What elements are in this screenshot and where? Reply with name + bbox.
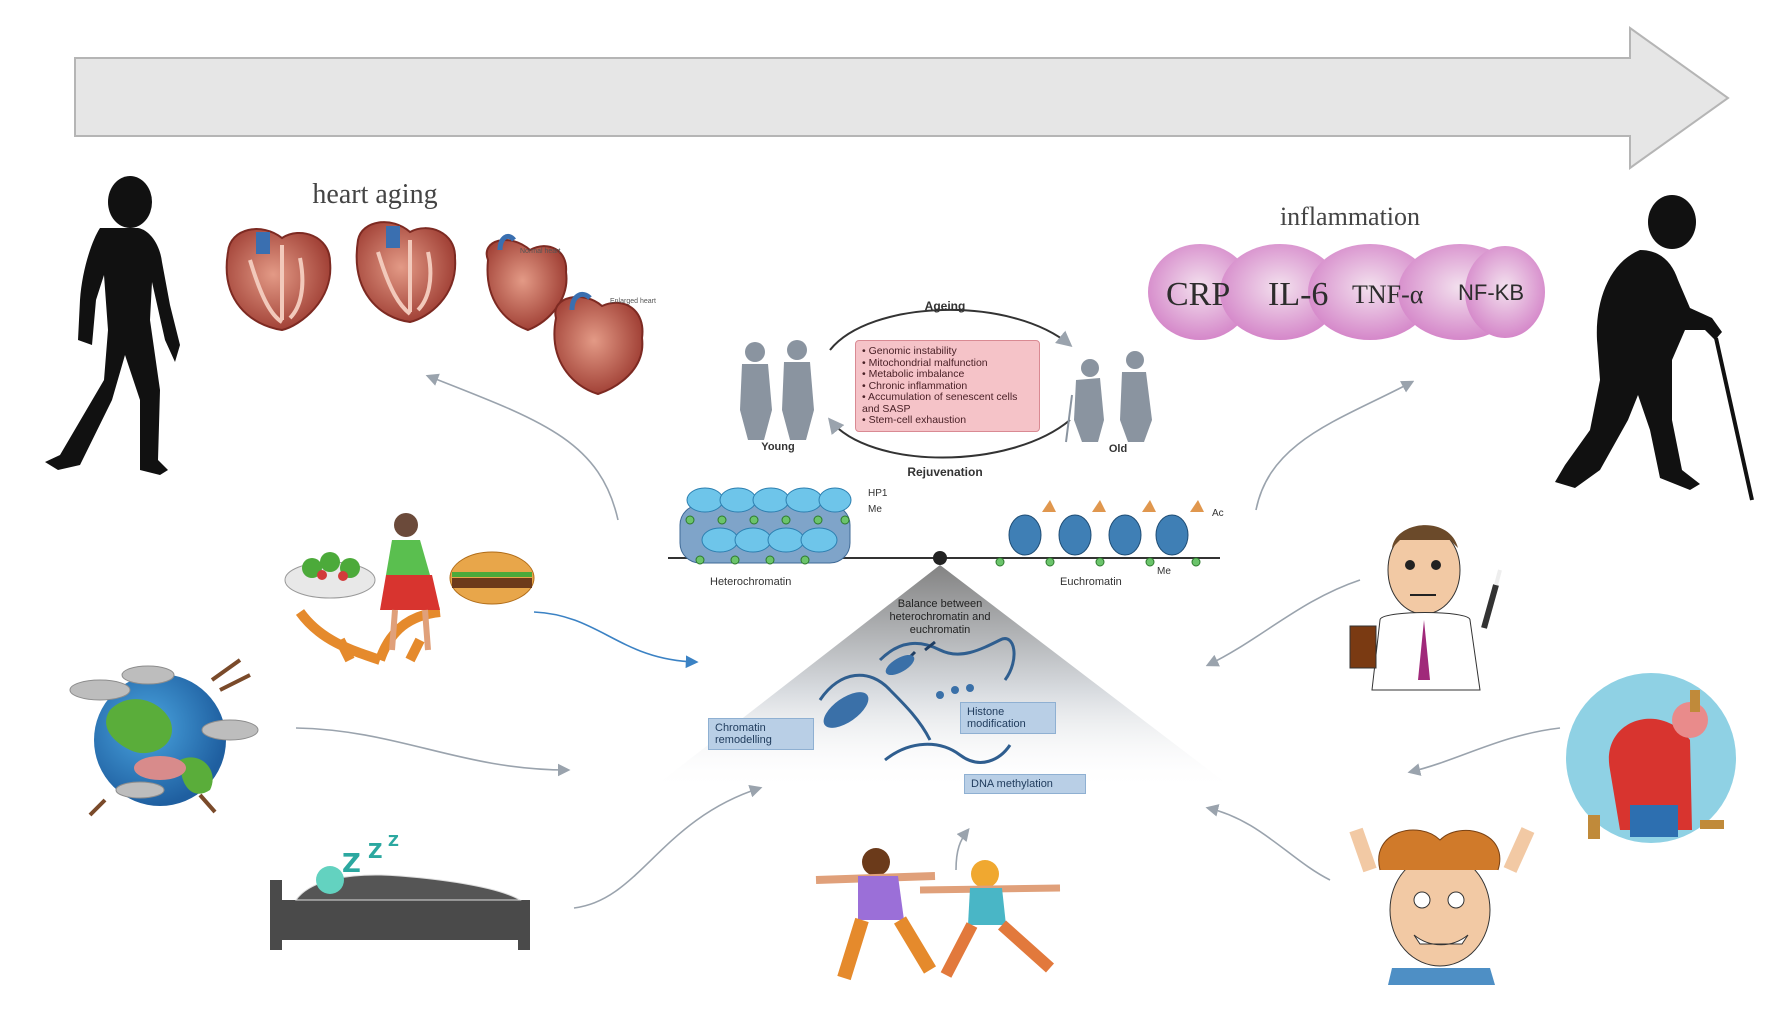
- hallmark-item: Mitochondrial malfunction: [862, 357, 1033, 370]
- exercise-yoga-icon: [815, 848, 1061, 981]
- enlarged-heart-icon: Enlarged heart: [553, 292, 656, 396]
- me-label-right: Me: [1157, 566, 1171, 577]
- old-person-silhouette: [1555, 195, 1754, 501]
- young-label: Young: [761, 441, 794, 453]
- heterochromatin-nucleosomes: [679, 487, 852, 565]
- enlarged-heart-label: Enlarged heart: [610, 298, 656, 305]
- inflammation-title: inflammation: [1280, 202, 1420, 231]
- heart-cross-section-icon: [355, 221, 457, 324]
- old-label: Old: [1109, 443, 1127, 455]
- timeline-arrow: [74, 26, 1730, 170]
- chromatin-remodelling-label: Chromatin remodelling: [708, 718, 814, 750]
- sleep-icon: Z Z Z: [270, 832, 530, 950]
- balance-label: Balance between heterochromatin and euch…: [889, 598, 991, 636]
- young-figures-icon: [740, 340, 814, 440]
- chromosome-dna-icon: [818, 637, 1016, 764]
- z-letter: Z: [388, 832, 399, 850]
- hallmark-item: Stem-cell exhaustion: [862, 414, 1033, 427]
- z-letter: Z: [342, 849, 361, 879]
- marker-il6: IL-6: [1268, 276, 1328, 313]
- heart-illustrations: Normal heart Enlarged heart: [225, 221, 656, 396]
- diet-choice-icon: [284, 513, 535, 665]
- heart-aging-title: heart aging: [312, 179, 437, 210]
- stressed-man-icon: [1349, 827, 1535, 985]
- marker-tnf: TNF-α: [1352, 280, 1424, 309]
- drinking-smoking-man-icon: [1349, 525, 1502, 691]
- ageing-label: Ageing: [925, 299, 966, 313]
- connecting-arrows: [295, 373, 1561, 909]
- ageing-cycle: Ageing Rejuvenation Young Old: [740, 299, 1152, 479]
- marker-crp: CRP: [1166, 276, 1230, 313]
- hallmark-item: Accumulation of senescent cells and SASP: [862, 391, 1033, 415]
- hallmark-item: Metabolic imbalance: [862, 368, 1033, 381]
- rejuvenation-label: Rejuvenation: [907, 465, 982, 479]
- dna-methylation-label: DNA methylation: [964, 774, 1086, 794]
- heart-cross-section-icon: [225, 228, 332, 332]
- hp1-label: HP1: [868, 488, 888, 499]
- z-letter: Z: [368, 839, 383, 863]
- chromatin-fiber: HP1 Me Ac Me Heterochromatin Euchromatin: [668, 487, 1224, 588]
- hallmark-item: Genomic instability: [862, 345, 1033, 358]
- marker-nfkb: NF-KB: [1458, 280, 1524, 305]
- polluted-earth-icon: [69, 658, 259, 817]
- ac-label: Ac: [1212, 508, 1224, 519]
- normal-heart-label: Normal heart: [520, 248, 561, 255]
- euchromatin-nucleosomes: [995, 500, 1204, 567]
- ageing-hallmarks-list: Genomic instability Mitochondrial malfun…: [855, 340, 1040, 432]
- normal-heart-icon: Normal heart: [485, 233, 568, 332]
- me-label-left: Me: [868, 504, 882, 515]
- euchromatin-label: Euchromatin: [1060, 576, 1122, 588]
- alcohol-drinker-icon: [1566, 673, 1736, 843]
- histone-modification-label: Histone modification: [960, 702, 1056, 734]
- young-person-silhouette: [45, 176, 180, 475]
- inflammation-cloud: [1148, 244, 1545, 340]
- hallmark-item: Chronic inflammation: [862, 380, 1033, 393]
- old-figures-icon: [1065, 351, 1152, 443]
- heterochromatin-label: Heterochromatin: [710, 576, 791, 588]
